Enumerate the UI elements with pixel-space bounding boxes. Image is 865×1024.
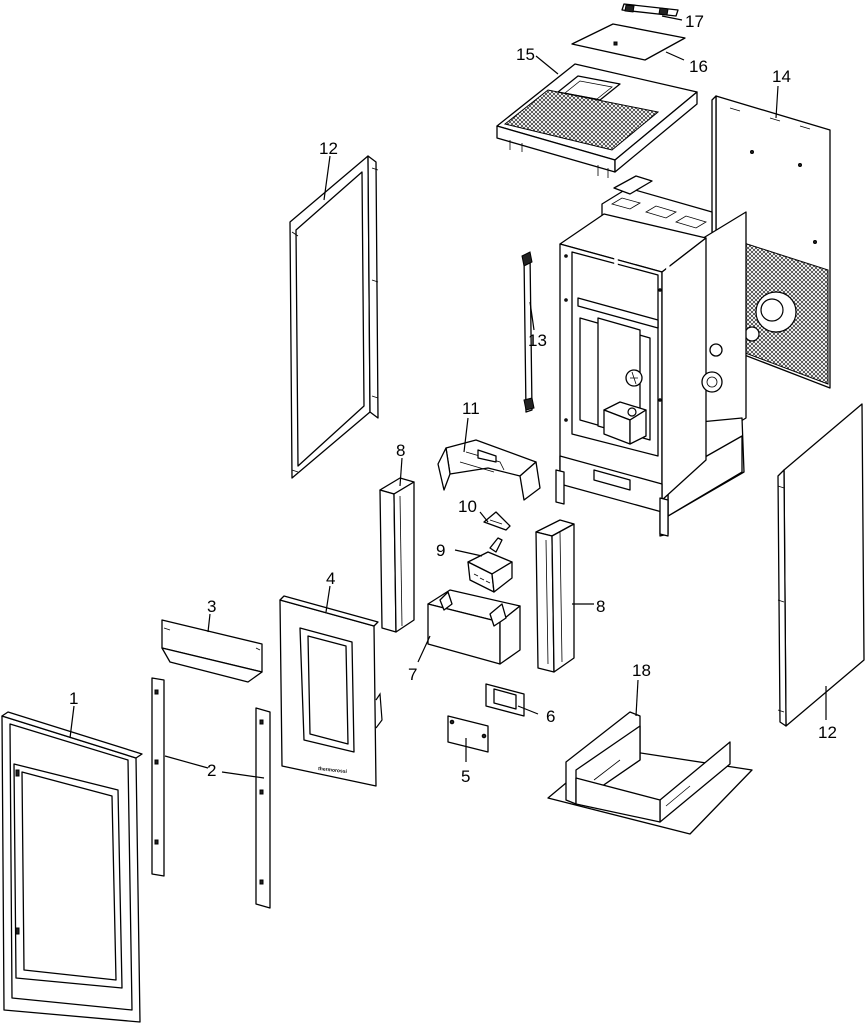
callout-12-left: 12 (319, 139, 338, 158)
part-4-glass-door: thermorossi (279, 595, 383, 787)
part-12-side-panel-left (289, 155, 379, 479)
callout-8-right: 8 (596, 597, 605, 616)
part-8-liner-right (535, 519, 575, 673)
callout-5: 5 (461, 767, 470, 786)
part-15-top-grille-lid (496, 63, 698, 178)
part-5-small-panel (447, 715, 489, 753)
part-6-plate (485, 683, 525, 717)
part-12-side-panel-right (777, 403, 865, 727)
part-1-front-frame (1, 711, 143, 1023)
part-7-ash-pan (427, 589, 521, 665)
part-9-burn-pot (467, 537, 513, 593)
part-3-bracket (161, 619, 263, 683)
door-logo: thermorossi (318, 766, 348, 775)
part-8-liner-left (379, 477, 415, 633)
callout-2: 2 (207, 761, 216, 780)
callout-1: 1 (69, 689, 78, 708)
callout-18: 18 (632, 661, 651, 680)
callout-9: 9 (436, 541, 445, 560)
part-2-strip-right (255, 707, 271, 909)
part-18-base-tray (547, 711, 753, 835)
part-11-deflector (437, 439, 541, 501)
callout-4: 4 (326, 569, 335, 588)
callout-7: 7 (408, 665, 417, 684)
callout-8-left: 8 (396, 441, 405, 460)
callout-14: 14 (772, 67, 791, 86)
callout-6: 6 (546, 707, 555, 726)
callout-labels: 1 2 3 4 5 6 7 8 8 9 10 11 12 12 13 14 15… (69, 12, 837, 786)
callout-17: 17 (685, 12, 704, 31)
leader-lines (69, 15, 827, 779)
callout-10: 10 (458, 497, 477, 516)
stove-body-chassis (555, 175, 747, 537)
part-13-rod (521, 251, 535, 413)
callout-3: 3 (207, 597, 216, 616)
part-17-bracket (621, 3, 679, 17)
part-10-clip (483, 511, 511, 531)
callout-16: 16 (689, 57, 708, 76)
part-16-top-plate (571, 23, 686, 61)
part-2-strip-left (151, 677, 165, 877)
callout-13: 13 (528, 331, 547, 350)
callout-15: 15 (516, 45, 535, 64)
callout-12-right: 12 (818, 723, 837, 742)
callout-11: 11 (462, 399, 480, 418)
